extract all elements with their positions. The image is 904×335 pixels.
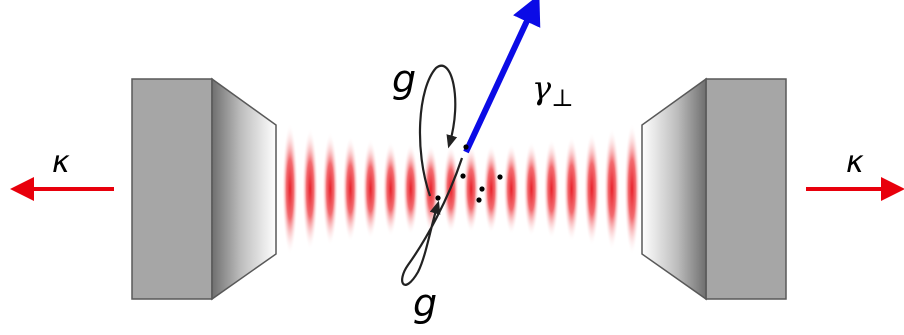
wave-fringe <box>322 132 339 246</box>
wave-fringe <box>523 141 540 237</box>
wave-fringe <box>624 123 640 255</box>
wave-fringe <box>563 135 580 243</box>
standing-wave-field <box>282 123 640 255</box>
kappa-right-label: κ <box>846 145 864 180</box>
wave-fringe <box>282 123 298 255</box>
coupling-loop-top <box>418 64 458 197</box>
wave-fringe <box>362 138 379 240</box>
right-mirror-block <box>705 78 787 300</box>
atom <box>479 186 485 192</box>
gamma-symbol: γ <box>532 69 552 107</box>
g-top-label: g <box>392 57 416 101</box>
gamma-perp-label: γ⊥ <box>532 69 574 112</box>
g-bottom-label: g <box>413 281 437 325</box>
coupling-loop-bottom <box>401 157 464 286</box>
left-mirror-block <box>131 78 213 300</box>
wave-fringe <box>302 127 319 251</box>
wave-fringe <box>342 135 359 243</box>
gamma-subscript: ⊥ <box>551 84 574 112</box>
wave-fringe <box>543 138 560 240</box>
wave-fringe <box>463 144 480 234</box>
wave-fringe <box>483 144 500 234</box>
wave-fringe <box>503 143 520 235</box>
atom <box>435 195 441 201</box>
wave-fringe <box>402 143 419 235</box>
wave-fringe <box>382 141 399 237</box>
wave-fringe <box>583 132 600 246</box>
left-mirror-face <box>211 77 277 301</box>
atom <box>463 144 469 150</box>
atom <box>460 173 466 179</box>
atom-cluster <box>435 144 503 203</box>
atom <box>476 197 482 203</box>
kappa-left-label: κ <box>52 145 70 180</box>
right-mirror <box>641 77 787 301</box>
wave-fringe <box>603 127 620 251</box>
right-mirror-face <box>641 77 707 301</box>
atom <box>497 174 503 180</box>
spontaneous-decay-arrow <box>463 0 541 154</box>
left-mirror <box>131 77 277 301</box>
